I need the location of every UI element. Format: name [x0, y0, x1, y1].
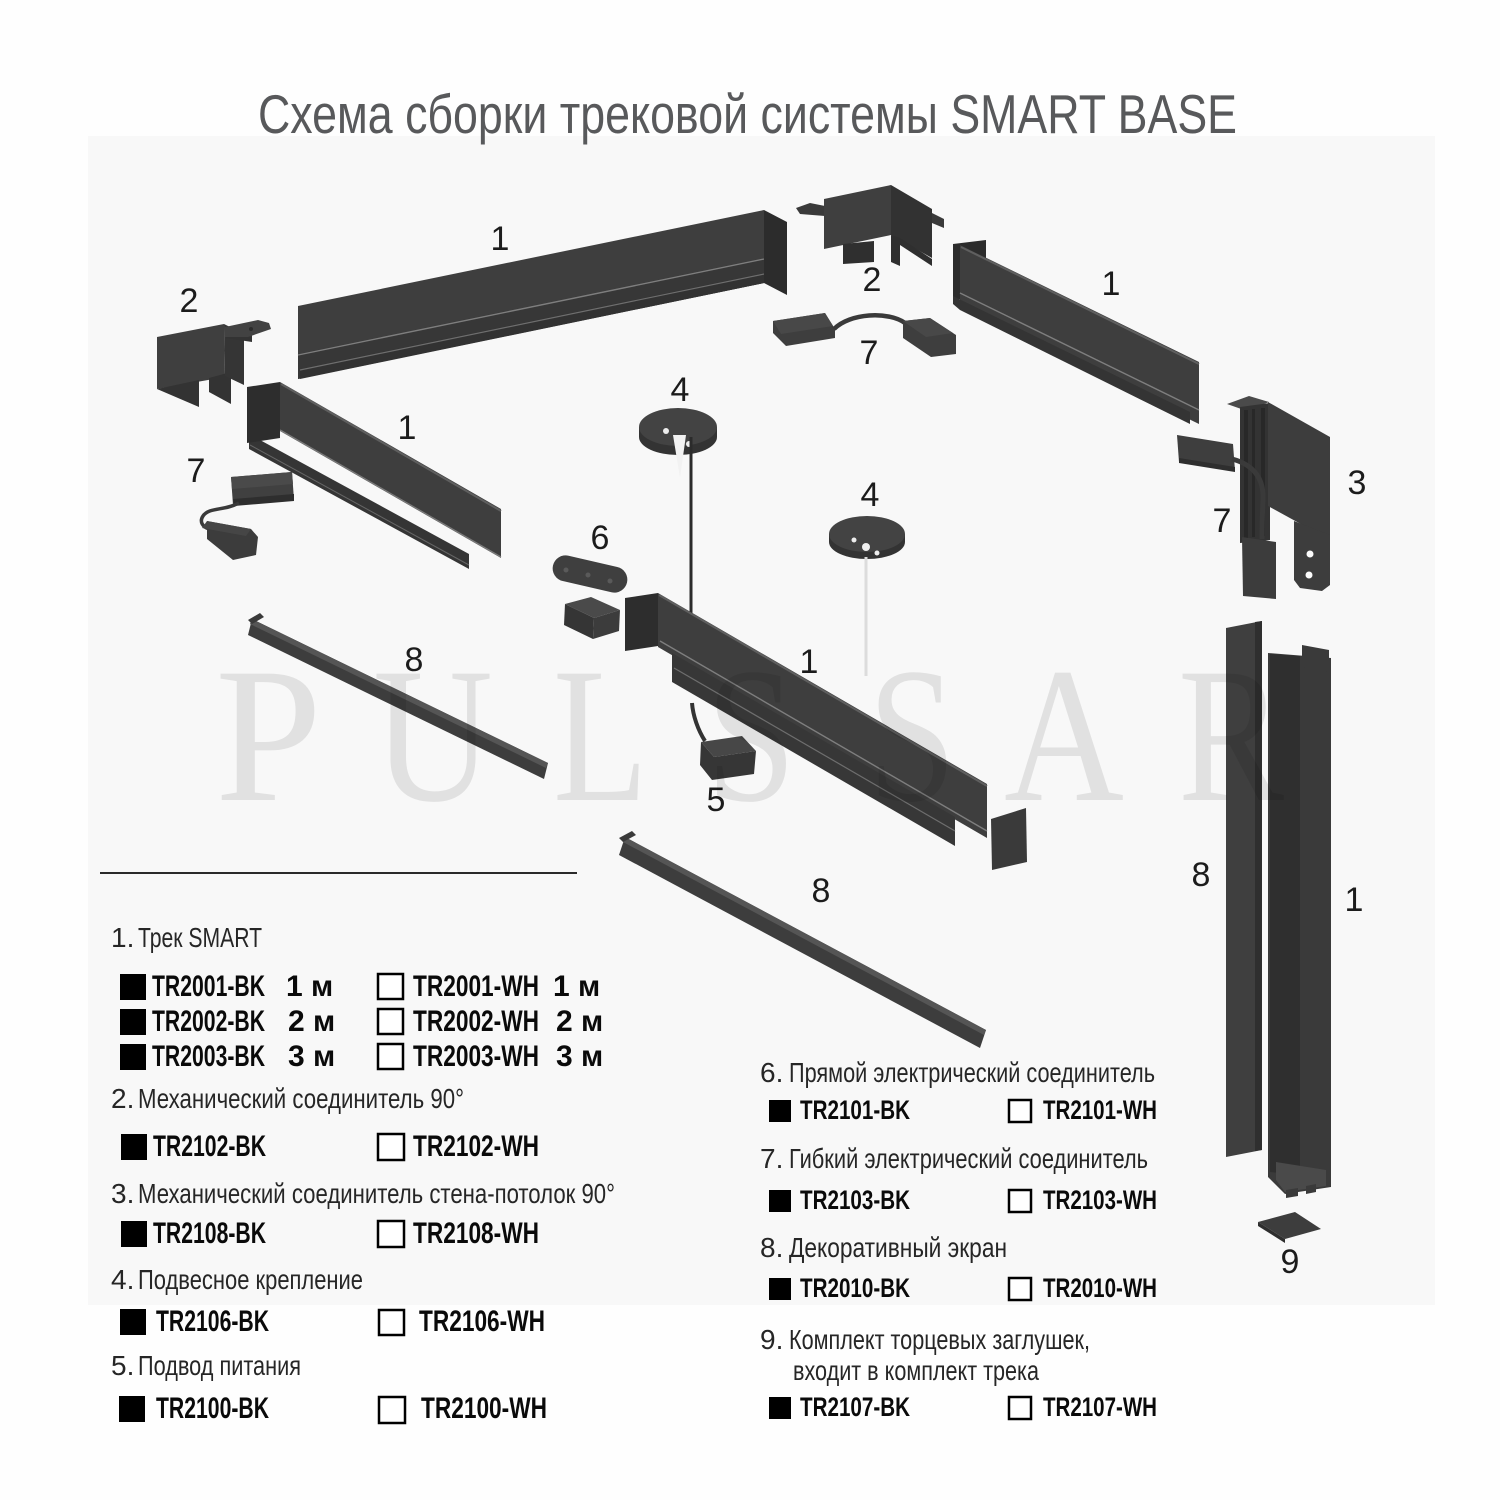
svg-text:9: 9: [1281, 1243, 1300, 1281]
svg-text:Декоративный экран: Декоративный экран: [789, 1232, 1007, 1263]
svg-text:TR2101-WH: TR2101-WH: [1043, 1095, 1157, 1125]
svg-text:TR2107-WH: TR2107-WH: [1043, 1392, 1157, 1422]
svg-text:Схема сборки трековой системы: Схема сборки трековой системы SMART BASE: [258, 83, 1237, 145]
svg-text:TR2106-WH: TR2106-WH: [419, 1305, 545, 1338]
svg-text:TR2002-BK: TR2002-BK: [152, 1005, 265, 1038]
svg-text:TR2102-BK: TR2102-BK: [153, 1130, 266, 1163]
svg-text:1 м: 1 м: [553, 970, 600, 1003]
svg-text:Подвесное крепление: Подвесное крепление: [138, 1264, 363, 1295]
svg-text:Механический соединитель 90°: Механический соединитель 90°: [138, 1083, 464, 1114]
svg-text:7.: 7.: [760, 1143, 783, 1174]
svg-text:U: U: [373, 628, 493, 842]
svg-text:S: S: [868, 628, 956, 842]
svg-text:Трек SMART: Трек SMART: [138, 922, 262, 953]
svg-text:TR2100-BK: TR2100-BK: [156, 1392, 269, 1425]
svg-text:TR2106-BK: TR2106-BK: [156, 1305, 269, 1338]
svg-text:3.: 3.: [111, 1178, 134, 1209]
svg-text:6: 6: [591, 519, 610, 557]
svg-text:TR2102-WH: TR2102-WH: [413, 1130, 539, 1163]
svg-text:TR2103-WH: TR2103-WH: [1043, 1185, 1157, 1215]
svg-text:1: 1: [491, 220, 510, 258]
svg-text:5.: 5.: [111, 1350, 134, 1381]
svg-text:1: 1: [1102, 265, 1121, 303]
svg-text:TR2010-WH: TR2010-WH: [1043, 1273, 1157, 1303]
svg-text:Прямой электрический соедините: Прямой электрический соединитель: [789, 1057, 1155, 1088]
svg-text:1: 1: [800, 643, 819, 681]
svg-text:TR2010-BK: TR2010-BK: [800, 1273, 910, 1303]
svg-text:4.: 4.: [111, 1264, 134, 1295]
svg-text:6.: 6.: [760, 1057, 783, 1088]
svg-text:9.: 9.: [760, 1324, 783, 1355]
svg-text:Комплект торцевых заглушек,: Комплект торцевых заглушек,: [789, 1324, 1090, 1355]
svg-text:R: R: [1178, 628, 1284, 842]
svg-text:Подвод питания: Подвод питания: [138, 1350, 301, 1381]
svg-text:1 м: 1 м: [286, 970, 333, 1003]
svg-text:2: 2: [863, 261, 882, 299]
svg-text:входит в комплект трека: входит в комплект трека: [793, 1355, 1039, 1386]
svg-text:TR2100-WH: TR2100-WH: [421, 1392, 547, 1425]
svg-text:7: 7: [187, 452, 206, 490]
svg-text:2 м: 2 м: [288, 1005, 335, 1038]
svg-text:TR2101-BK: TR2101-BK: [800, 1095, 910, 1125]
svg-text:3: 3: [1348, 464, 1367, 502]
svg-text:TR2001-BK: TR2001-BK: [152, 970, 265, 1003]
svg-text:TR2001-WH: TR2001-WH: [413, 970, 539, 1003]
svg-text:TR2103-BK: TR2103-BK: [800, 1185, 910, 1215]
svg-text:2.: 2.: [111, 1083, 134, 1114]
svg-text:TR2003-BK: TR2003-BK: [152, 1040, 265, 1073]
svg-text:S: S: [706, 628, 796, 842]
svg-text:8.: 8.: [760, 1232, 783, 1263]
svg-text:7: 7: [860, 334, 879, 372]
svg-text:TR2003-WH: TR2003-WH: [413, 1040, 539, 1073]
svg-text:TR2108-BK: TR2108-BK: [153, 1217, 266, 1250]
svg-text:TR2108-WH: TR2108-WH: [413, 1217, 539, 1250]
svg-text:TR2002-WH: TR2002-WH: [413, 1005, 539, 1038]
svg-text:3 м: 3 м: [556, 1040, 603, 1073]
svg-text:1.: 1.: [111, 922, 134, 953]
svg-text:2: 2: [180, 282, 199, 320]
svg-text:Механический соединитель стена: Механический соединитель стена-потолок 9…: [138, 1178, 615, 1209]
svg-text:2 м: 2 м: [556, 1005, 603, 1038]
svg-text:8: 8: [812, 872, 831, 910]
svg-text:5: 5: [707, 781, 726, 819]
svg-text:8: 8: [1192, 856, 1211, 894]
svg-text:1: 1: [1345, 881, 1364, 919]
svg-text:7: 7: [1213, 502, 1232, 540]
svg-text:P: P: [215, 628, 322, 842]
svg-text:TR2107-BK: TR2107-BK: [800, 1392, 910, 1422]
svg-text:4: 4: [671, 371, 690, 409]
svg-text:1: 1: [398, 409, 417, 447]
svg-text:3 м: 3 м: [288, 1040, 335, 1073]
svg-text:Гибкий электрический соедините: Гибкий электрический соединитель: [789, 1143, 1148, 1174]
svg-text:A: A: [1004, 628, 1124, 842]
svg-text:4: 4: [861, 476, 880, 514]
svg-text:8: 8: [405, 641, 424, 679]
svg-text:L: L: [553, 628, 648, 842]
